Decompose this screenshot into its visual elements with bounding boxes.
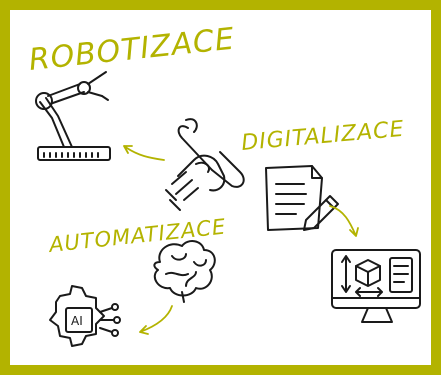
brain-icon bbox=[153, 240, 216, 303]
label-automatizace: AUTOMATIZACE bbox=[46, 215, 227, 258]
hand-wrench-icon bbox=[165, 118, 245, 211]
label-robotizace: ROBOTIZACE bbox=[27, 22, 236, 78]
arrow-to-monitor bbox=[329, 205, 359, 237]
monitor-cad-icon bbox=[331, 249, 421, 323]
document-pen-icon bbox=[265, 165, 339, 231]
label-digitalizace: DIGITALIZACE bbox=[240, 117, 405, 156]
arrow-to-robot-arm bbox=[123, 145, 165, 161]
robot-arm-icon bbox=[35, 71, 111, 161]
ai-badge-text: AI bbox=[71, 314, 83, 328]
arrow-to-ai-gear bbox=[139, 305, 173, 335]
ai-gear-icon bbox=[49, 285, 121, 347]
